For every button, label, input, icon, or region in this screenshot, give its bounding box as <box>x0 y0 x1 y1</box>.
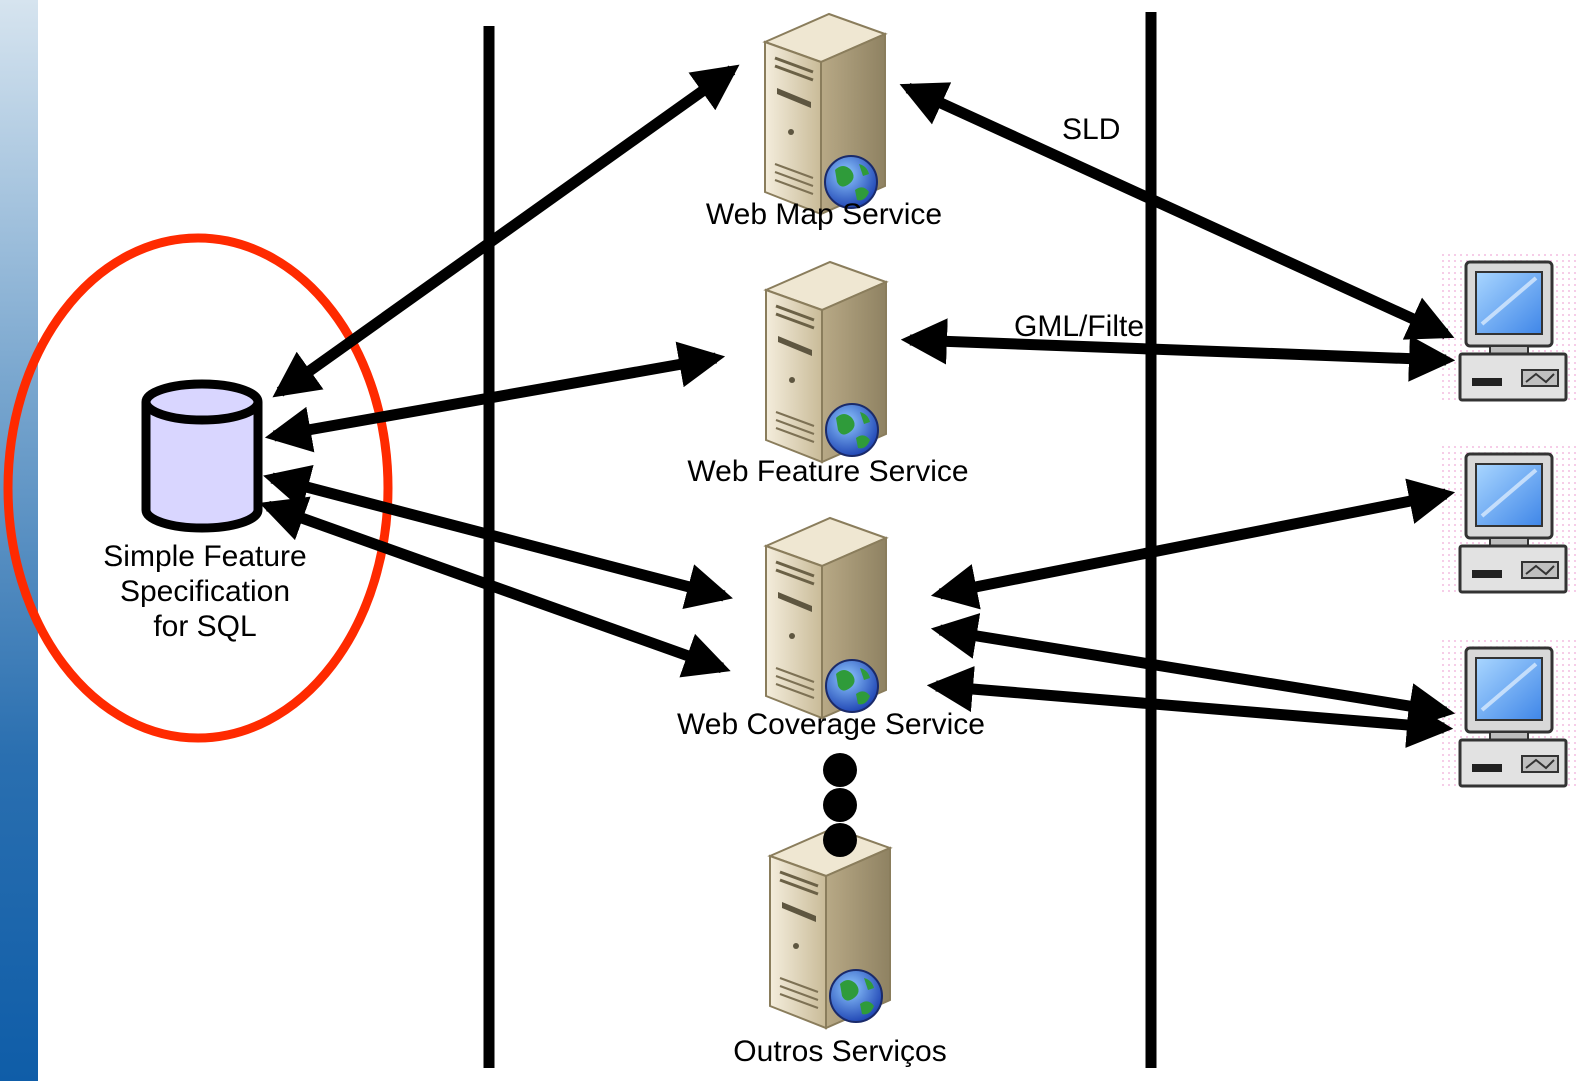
web-coverage-service-server-icon <box>764 516 888 720</box>
ellipsis-dot <box>823 753 857 787</box>
arrow-db-wms <box>272 64 740 398</box>
database-label: Simple Feature Specification for SQL <box>103 540 306 644</box>
service-label-wfs: Web Feature Service <box>687 455 969 488</box>
client-computer-icon <box>1440 638 1576 792</box>
service-label-other: Outros Serviços <box>733 1035 947 1068</box>
arrow-wfs-client1 <box>900 318 1456 382</box>
service-label-wms: Web Map Service <box>705 198 943 231</box>
database-icon <box>146 384 258 528</box>
arrow-wcs-client3 <box>930 613 1456 729</box>
database-label-line-2: Specification <box>119 574 291 608</box>
web-map-service-server-icon <box>763 12 887 216</box>
web-feature-service-server-icon <box>764 260 888 464</box>
service-label-wcs: Web Coverage Service <box>677 708 985 741</box>
arrow-wms-client1 <box>899 82 1455 340</box>
connection-label-sld: SLD <box>1062 113 1121 146</box>
left-decorative-band <box>0 0 38 1081</box>
arrow-wcs-client2 <box>930 478 1456 610</box>
client-computer-icon <box>1440 252 1576 406</box>
arrow-db-wfs <box>264 341 726 453</box>
ellipsis-dot <box>823 823 857 857</box>
connection-label-gml-filter: GML/Filter <box>1014 310 1155 343</box>
client-computer-icon <box>1440 444 1576 598</box>
arrow-db-other <box>259 496 731 678</box>
other-services-server-icon <box>768 826 892 1030</box>
ellipsis-dot <box>823 788 857 822</box>
database-label-line-1: Simple Feature <box>103 540 307 573</box>
database-label-line-3: for SQL <box>153 609 257 643</box>
arrow-outros-servicos-bottom-right <box>926 666 1454 748</box>
